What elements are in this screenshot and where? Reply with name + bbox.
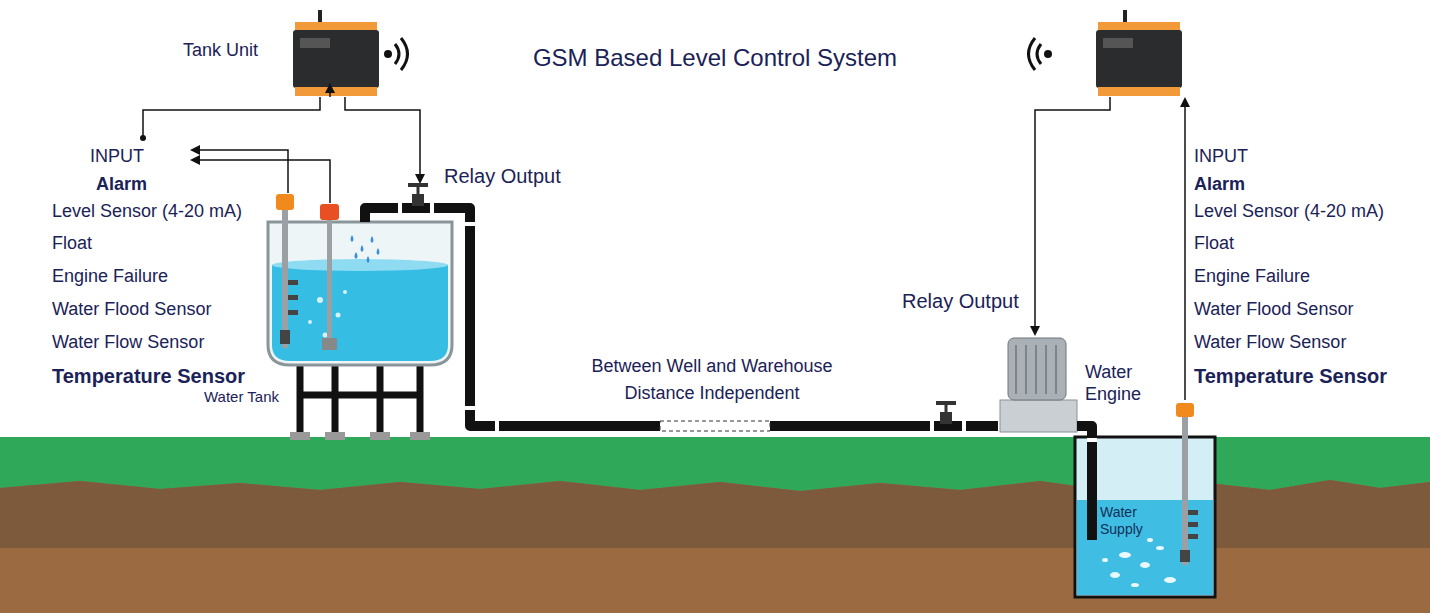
tank-legs — [300, 360, 420, 436]
tank-feet — [290, 432, 430, 440]
bubbles — [1102, 538, 1176, 587]
pipe-line — [365, 208, 998, 426]
motor — [1008, 338, 1066, 400]
topsoil — [0, 480, 1430, 548]
signal-wires — [143, 85, 1185, 400]
annotation-label: Float — [1194, 233, 1234, 255]
pipe-line — [1077, 426, 1092, 500]
sensor-rod — [282, 208, 288, 348]
float-markers — [1180, 510, 1198, 562]
annotation-label: INPUT — [1194, 146, 1248, 168]
float — [322, 338, 337, 350]
node-label: Tank Unit — [183, 40, 258, 62]
annotation-label: Water Flow Sensor — [52, 332, 204, 354]
pipe-break — [660, 421, 770, 431]
grass — [0, 437, 1430, 492]
annotation-label: Water Flood Sensor — [52, 299, 211, 321]
annotation-label: Alarm — [96, 174, 147, 196]
tank-water — [272, 265, 448, 361]
wire-dot — [140, 135, 146, 141]
annotation-label: Relay Output — [902, 289, 1019, 313]
sensor-rod — [1182, 415, 1188, 565]
annotation-label: Engine Failure — [52, 266, 168, 288]
node-label: Water Engine — [1085, 362, 1149, 405]
wireless-icon — [1029, 38, 1053, 70]
motor-fins — [1016, 345, 1056, 394]
annotation-label: INPUT — [90, 146, 144, 168]
float-rod — [327, 218, 332, 346]
annotation-label: Relay Output — [444, 164, 561, 188]
annotation-label: Temperature Sensor — [1194, 364, 1387, 388]
water-drops — [351, 235, 380, 263]
annotation-label: Alarm — [1194, 174, 1245, 196]
water-pipe — [1077, 426, 1092, 500]
annotation-label: Between Well and Warehouse Distance Inde… — [582, 353, 842, 407]
well-water — [1077, 500, 1213, 595]
float-markers — [280, 280, 298, 344]
water-tank: Water Tank — [200, 222, 462, 440]
water-supply: Water Supply — [1080, 500, 1210, 592]
sensor-cap — [276, 194, 294, 210]
tank-unit-device — [293, 10, 379, 96]
annotation-label: Level Sensor (4-20 mA) — [52, 201, 242, 223]
node-label: Water Tank — [204, 388, 279, 406]
sensor-cap — [1176, 403, 1194, 417]
tank-unit: Tank Unit — [180, 10, 380, 98]
valve — [408, 183, 956, 424]
wireless-icon — [384, 38, 408, 70]
soil — [0, 437, 1430, 613]
annotation-label: Float — [52, 233, 92, 255]
pump-base — [1000, 400, 1077, 432]
node-label: Water Supply — [1100, 504, 1156, 538]
pipe-joints — [398, 203, 1097, 442]
water-pipe — [365, 208, 998, 426]
intake-pipe — [1087, 500, 1097, 540]
annotation-label: Engine Failure — [1194, 266, 1310, 288]
annotation-label: Water Flood Sensor — [1194, 299, 1353, 321]
annotation-label: Water Flow Sensor — [1194, 332, 1346, 354]
well — [1075, 437, 1215, 597]
well-unit-device — [1096, 10, 1182, 96]
tank-body — [268, 222, 452, 365]
float-cap — [320, 204, 339, 220]
water-engine: Water Engine — [998, 335, 1077, 432]
annotation-label: Temperature Sensor — [52, 364, 245, 388]
annotation-label: Level Sensor (4-20 mA) — [1194, 201, 1384, 223]
tank-bubbles — [308, 290, 347, 338]
water-surface — [272, 259, 448, 271]
